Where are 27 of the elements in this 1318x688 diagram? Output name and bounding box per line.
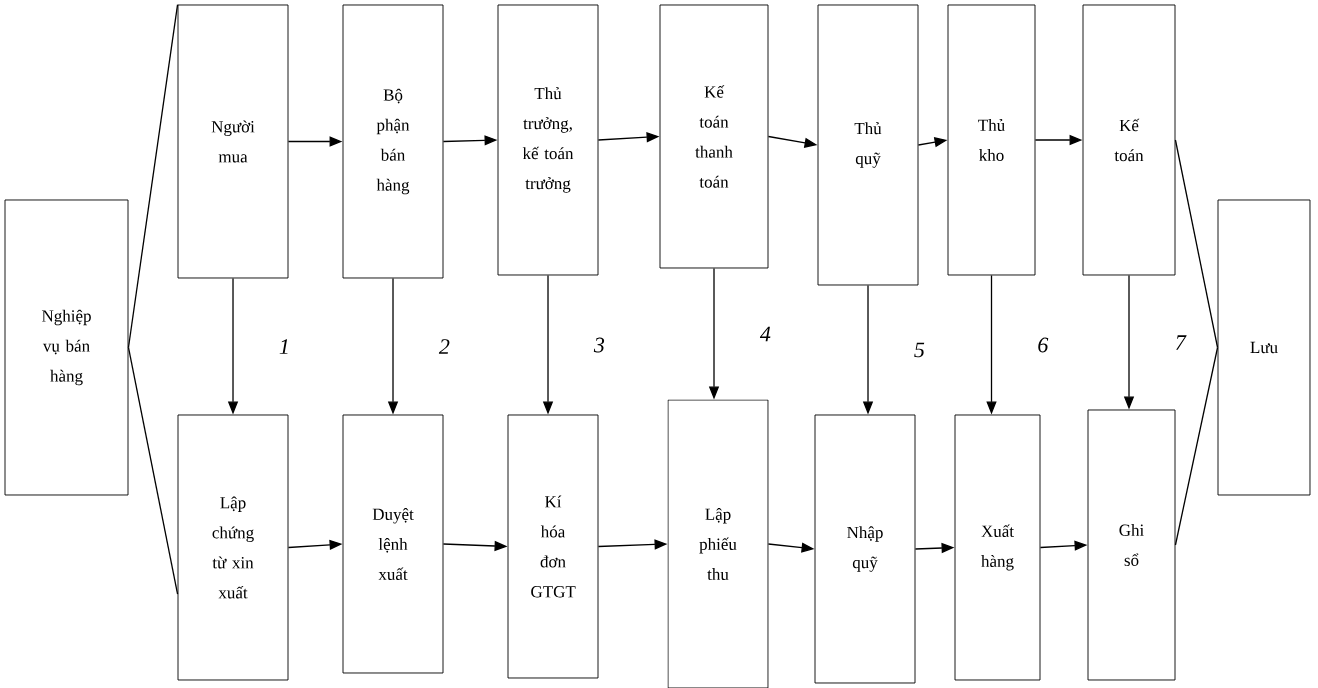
edge-label: 1 [279, 339, 288, 354]
connector-line [127, 3, 179, 349]
edge-label: 2 [438, 339, 450, 354]
edge-label: 3 [593, 337, 605, 353]
process-box: Thủ kho [947, 4, 1036, 276]
connector-line [1174, 346, 1219, 546]
process-box: Kế toán thanh toán [659, 4, 769, 269]
connector-line [1174, 139, 1219, 349]
process-box: Lập phiếu thu [667, 399, 769, 688]
process-box: Thủ quỹ [817, 4, 919, 286]
process-box: Xuất hàng [954, 414, 1041, 681]
process-box: Bộ phận bán hàng [342, 4, 444, 279]
process-box: Nghiệp vụ bán hàng [4, 199, 129, 496]
connector-line [127, 346, 179, 595]
edge-label: 6 [1038, 337, 1049, 353]
process-box: Nhập quỹ [814, 414, 916, 684]
process-box: Lưu [1217, 199, 1311, 496]
edge-label: 5 [914, 342, 925, 358]
process-box: Lập chứng từ xin xuất [177, 414, 289, 681]
process-box: Thủ trưởng, kế toán trưởng [497, 4, 599, 276]
process-box: Ghi sổ [1087, 409, 1176, 681]
process-box: Người mua [177, 4, 289, 279]
process-box: Duyệt lệnh xuất [342, 414, 444, 674]
process-box: Kế toán [1082, 4, 1176, 276]
edge-label: 4 [759, 326, 771, 342]
process-box: Kí hóa đơn GTGT [507, 414, 599, 679]
edge-label: 7 [1176, 335, 1187, 350]
